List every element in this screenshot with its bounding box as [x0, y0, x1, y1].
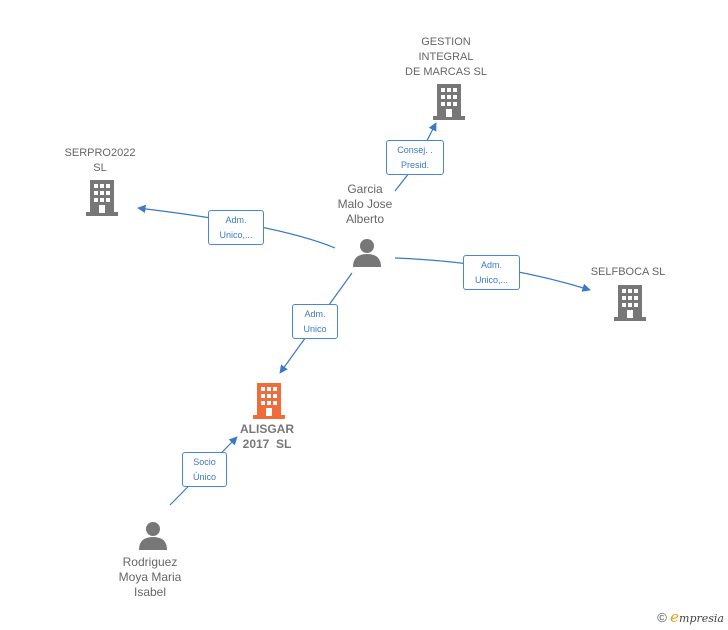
- edge-label-adm-unico-alisgar[interactable]: Adm. Unico: [292, 304, 338, 339]
- building-icon[interactable]: [85, 180, 119, 216]
- node-label-line: SELFBOCA SL: [590, 266, 666, 278]
- person-icon[interactable]: [138, 520, 168, 550]
- edge-label-line: Unico,...: [474, 275, 508, 285]
- node-label-line: Rodriguez: [122, 555, 178, 569]
- node-label-line: Alberto: [345, 212, 385, 226]
- edge-label-line: Unico,...: [219, 230, 253, 240]
- edge-label-line: Adm.: [304, 309, 326, 319]
- node-label-serpro: SERPRO2022 SL: [50, 146, 150, 176]
- node-label-alisgar: ALISGAR 2017 SL: [217, 422, 317, 452]
- brand-initial: e: [670, 608, 680, 626]
- footer-brand[interactable]: © empresia: [657, 608, 724, 626]
- node-label-gestion: GESTION INTEGRAL DE MARCAS SL: [386, 35, 506, 80]
- person-icon[interactable]: [352, 237, 382, 267]
- edge-label-line: Único: [192, 472, 216, 482]
- edge-label-line: Consej. .: [397, 145, 433, 155]
- node-label-line: Malo Jose: [337, 197, 393, 211]
- node-label-rodriguez: Rodriguez Moya Maria Isabel: [100, 555, 200, 600]
- edge-label-adm-unico-selfboca[interactable]: Adm. Unico,...: [463, 255, 520, 290]
- node-label-line: Isabel: [133, 585, 167, 599]
- edge-label-line: Socio: [193, 457, 216, 467]
- node-label-line: INTEGRAL: [418, 51, 474, 63]
- node-label-garcia: Garcia Malo Jose Alberto: [315, 182, 415, 227]
- copyright-symbol: ©: [657, 610, 667, 625]
- building-icon[interactable]: [432, 84, 466, 120]
- node-label-line: SERPRO2022: [64, 147, 136, 159]
- node-label-line: DE MARCAS SL: [405, 66, 487, 78]
- node-label-line: 2017 SL: [242, 437, 292, 451]
- node-label-line: Moya Maria: [118, 570, 182, 584]
- node-label-line: ALISGAR: [240, 422, 294, 436]
- node-label-line: GESTION: [421, 36, 471, 48]
- edge-label-socio-unico[interactable]: Socio Único: [182, 452, 227, 487]
- edge-label-adm-unico-serpro[interactable]: Adm. Unico,...: [208, 210, 264, 245]
- brand-name: mpresia: [679, 612, 724, 625]
- building-icon[interactable]: [252, 383, 286, 419]
- edge-label-consej-presid[interactable]: Consej. . Presid.: [386, 140, 444, 175]
- node-label-line: SL: [93, 162, 107, 174]
- edge-label-line: Adm.: [480, 260, 502, 270]
- edge-label-line: Unico: [303, 324, 327, 334]
- building-icon[interactable]: [613, 285, 647, 321]
- edge-label-line: Presid.: [400, 160, 429, 170]
- node-label-selfboca: SELFBOCA SL: [578, 265, 678, 280]
- node-label-line: Garcia: [347, 182, 383, 196]
- edge-label-line: Adm.: [225, 215, 247, 225]
